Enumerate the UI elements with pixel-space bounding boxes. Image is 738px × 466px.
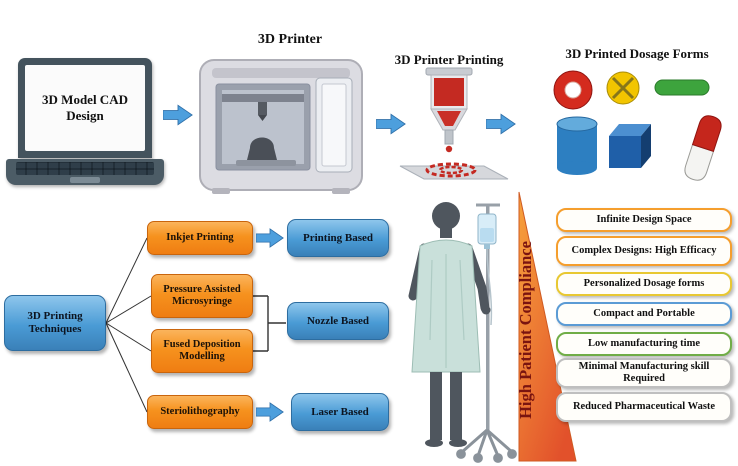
torus-dosage-icon [553, 70, 593, 110]
iv-bag [477, 213, 497, 249]
technique-sla-box: Steriolithography [147, 395, 253, 429]
printing-label: 3D Printer Printing [394, 52, 504, 67]
printer-label: 3D Printer [257, 32, 323, 47]
laptop-illustration: 3D Model CAD Design [6, 58, 164, 194]
patient-silhouette [408, 202, 491, 447]
flow-arrow-sla [256, 402, 284, 422]
category-nozzle-based-box: Nozzle Based [287, 302, 389, 340]
benefit-personalized-dosage: Personalized Dosage forms [556, 272, 732, 296]
nozzle-bracket [253, 295, 286, 352]
benefit-minimal-skill: Minimal Manufacturing skill Required [556, 358, 732, 388]
cad-design-label: 3D Model CAD Design [25, 65, 145, 151]
capsule-icon [684, 115, 722, 181]
compliance-triangle-label: High Patient Compliance [516, 241, 535, 419]
benefit-infinite-design: Infinite Design Space [556, 208, 732, 232]
technique-fdm-box: Fused Deposition Modelling [151, 329, 253, 373]
flowchart-connector-lines [105, 237, 286, 413]
flow-arrow-3 [486, 113, 516, 135]
dosage-forms-label: 3D Printed Dosage Forms [565, 46, 709, 61]
laptop-screen: 3D Model CAD Design [18, 58, 152, 158]
category-printing-based-box: Printing Based [287, 219, 389, 257]
benefit-compact-portable: Compact and Portable [556, 302, 732, 326]
green-caplet-icon [654, 79, 710, 96]
category-laser-based-box: Laser Based [291, 393, 389, 431]
techniques-root-box: 3D Printing Techniques [4, 295, 106, 351]
blue-cylinder-icon [556, 116, 598, 175]
blue-cube-icon [609, 124, 651, 168]
dosage-forms-illustration [553, 70, 722, 181]
benefit-reduced-waste: Reduced Pharmaceutical Waste [556, 392, 732, 422]
flow-arrow-inkjet [256, 228, 284, 248]
laptop-keyboard [6, 159, 164, 185]
technique-pam-box: Pressure Assisted Microsyringe [151, 274, 253, 318]
printing-nozzle-illustration [399, 67, 509, 180]
iv-stand-base [456, 428, 517, 463]
3d-printer-illustration [199, 59, 363, 194]
benefit-complex-designs: Complex Designs: High Efficacy [556, 236, 732, 266]
laptop-touchpad [70, 177, 100, 183]
iv-pole [486, 204, 490, 432]
flow-arrow-1 [163, 104, 193, 126]
flow-arrow-2 [376, 113, 406, 135]
yellow-tablet-icon [606, 71, 640, 105]
benefit-low-manufacturing-time: Low manufacturing time [556, 332, 732, 356]
laptop-keys [16, 162, 154, 175]
patient-illustration [408, 202, 517, 463]
technique-inkjet-box: Inkjet Printing [147, 221, 253, 255]
